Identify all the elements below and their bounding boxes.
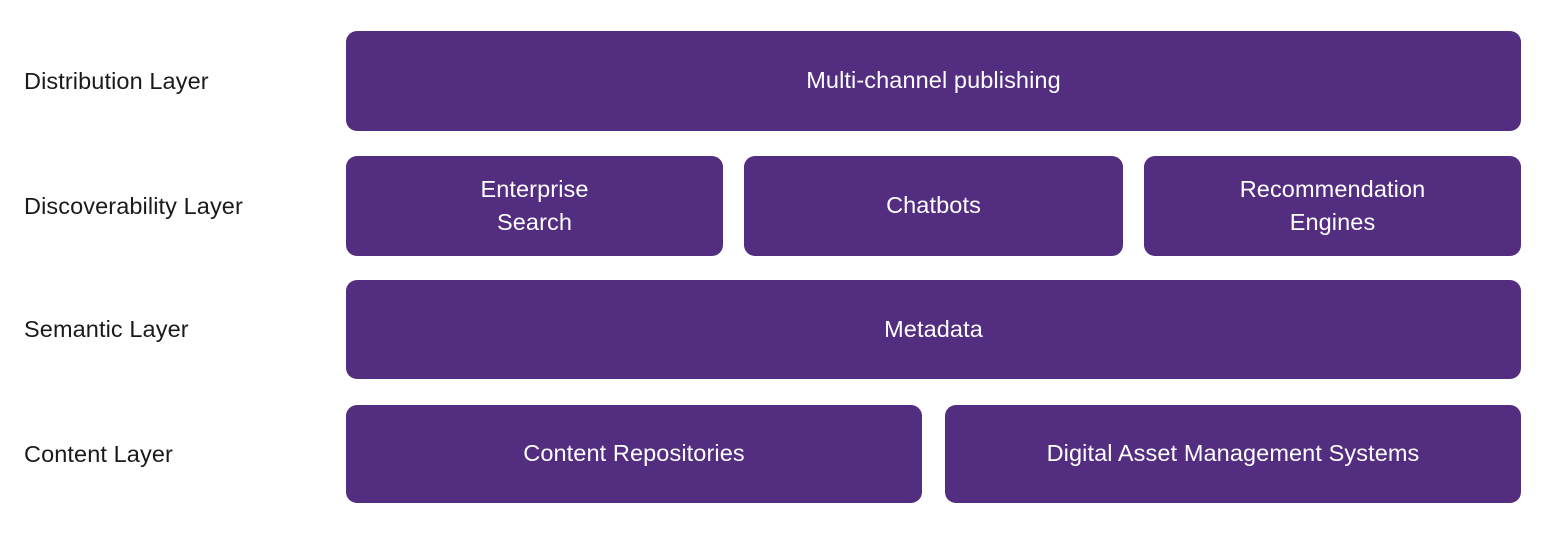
node-content-repositories[interactable]: Content Repositories xyxy=(346,405,922,503)
layer-label-content: Content Layer xyxy=(24,440,173,467)
layer-label-semantic: Semantic Layer xyxy=(24,316,189,343)
node-enterprise-search[interactable]: Enterprise Search xyxy=(346,156,723,256)
node-metadata[interactable]: Metadata xyxy=(346,280,1521,379)
node-recommendation-engines[interactable]: Recommendation Engines xyxy=(1144,156,1521,256)
layer-boxes-distribution: Multi-channel publishing xyxy=(346,31,1521,131)
layer-row-semantic: Semantic Layer Metadata xyxy=(0,280,1542,379)
layer-boxes-content: Content Repositories Digital Asset Manag… xyxy=(346,405,1521,503)
node-chatbots[interactable]: Chatbots xyxy=(744,156,1123,256)
layer-label-discoverability: Discoverability Layer xyxy=(24,192,243,219)
layer-row-distribution: Distribution Layer Multi-channel publish… xyxy=(0,31,1542,131)
layer-boxes-semantic: Metadata xyxy=(346,280,1521,379)
layer-label-distribution: Distribution Layer xyxy=(24,67,209,94)
layer-row-content: Content Layer Content Repositories Digit… xyxy=(0,405,1542,503)
node-multi-channel-publishing[interactable]: Multi-channel publishing xyxy=(346,31,1521,131)
layer-row-discoverability: Discoverability Layer Enterprise Search … xyxy=(0,156,1542,256)
node-digital-asset-management-systems[interactable]: Digital Asset Management Systems xyxy=(945,405,1521,503)
layer-boxes-discoverability: Enterprise Search Chatbots Recommendatio… xyxy=(346,156,1521,256)
